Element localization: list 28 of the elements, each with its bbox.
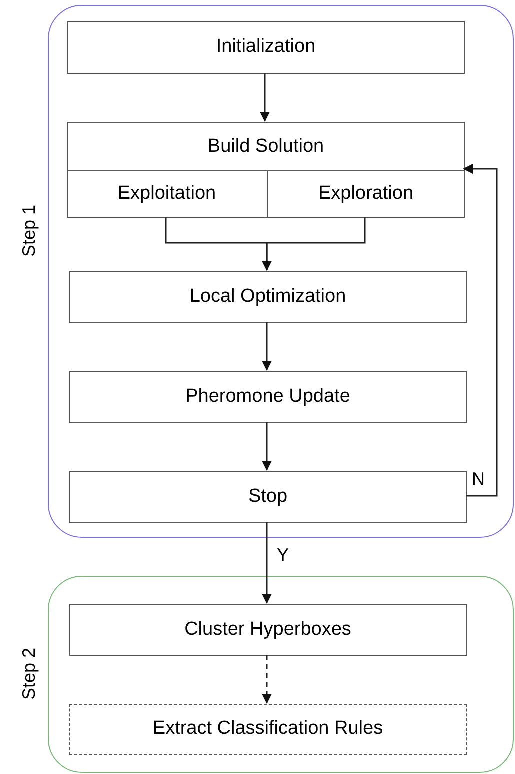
arrow <box>262 217 366 271</box>
box-label: Stop <box>248 484 288 509</box>
arrow <box>260 73 270 122</box>
process-box <box>69 471 467 523</box>
sub-process-cell <box>266 170 464 218</box>
box-label: Pheromone Update <box>186 384 350 409</box>
step-label: Step 2 <box>18 648 40 701</box>
arrow <box>262 522 272 604</box>
box-label: Extract Classification Rules <box>152 717 384 742</box>
process-box <box>69 271 467 323</box>
process-box <box>67 21 465 74</box>
arrow <box>262 422 272 471</box>
process-box <box>69 704 467 755</box>
edge-label: Y <box>277 546 290 564</box>
box-label: Exploitation <box>118 182 216 206</box>
box-label: Local Optimization <box>190 284 346 309</box>
step-label: Step 1 <box>18 205 40 258</box>
box-label: Build Solution <box>208 134 324 159</box>
arrow <box>262 655 272 704</box>
edge-label: N <box>472 470 485 488</box>
arrow <box>463 164 498 497</box>
process-box <box>69 371 467 423</box>
box-label: Exploration <box>318 182 414 206</box>
box-label: Initialization <box>216 35 316 60</box>
box-label: Cluster Hyperboxes <box>184 618 352 642</box>
process-box <box>67 122 465 218</box>
process-box <box>69 604 467 656</box>
arrow <box>262 322 272 371</box>
